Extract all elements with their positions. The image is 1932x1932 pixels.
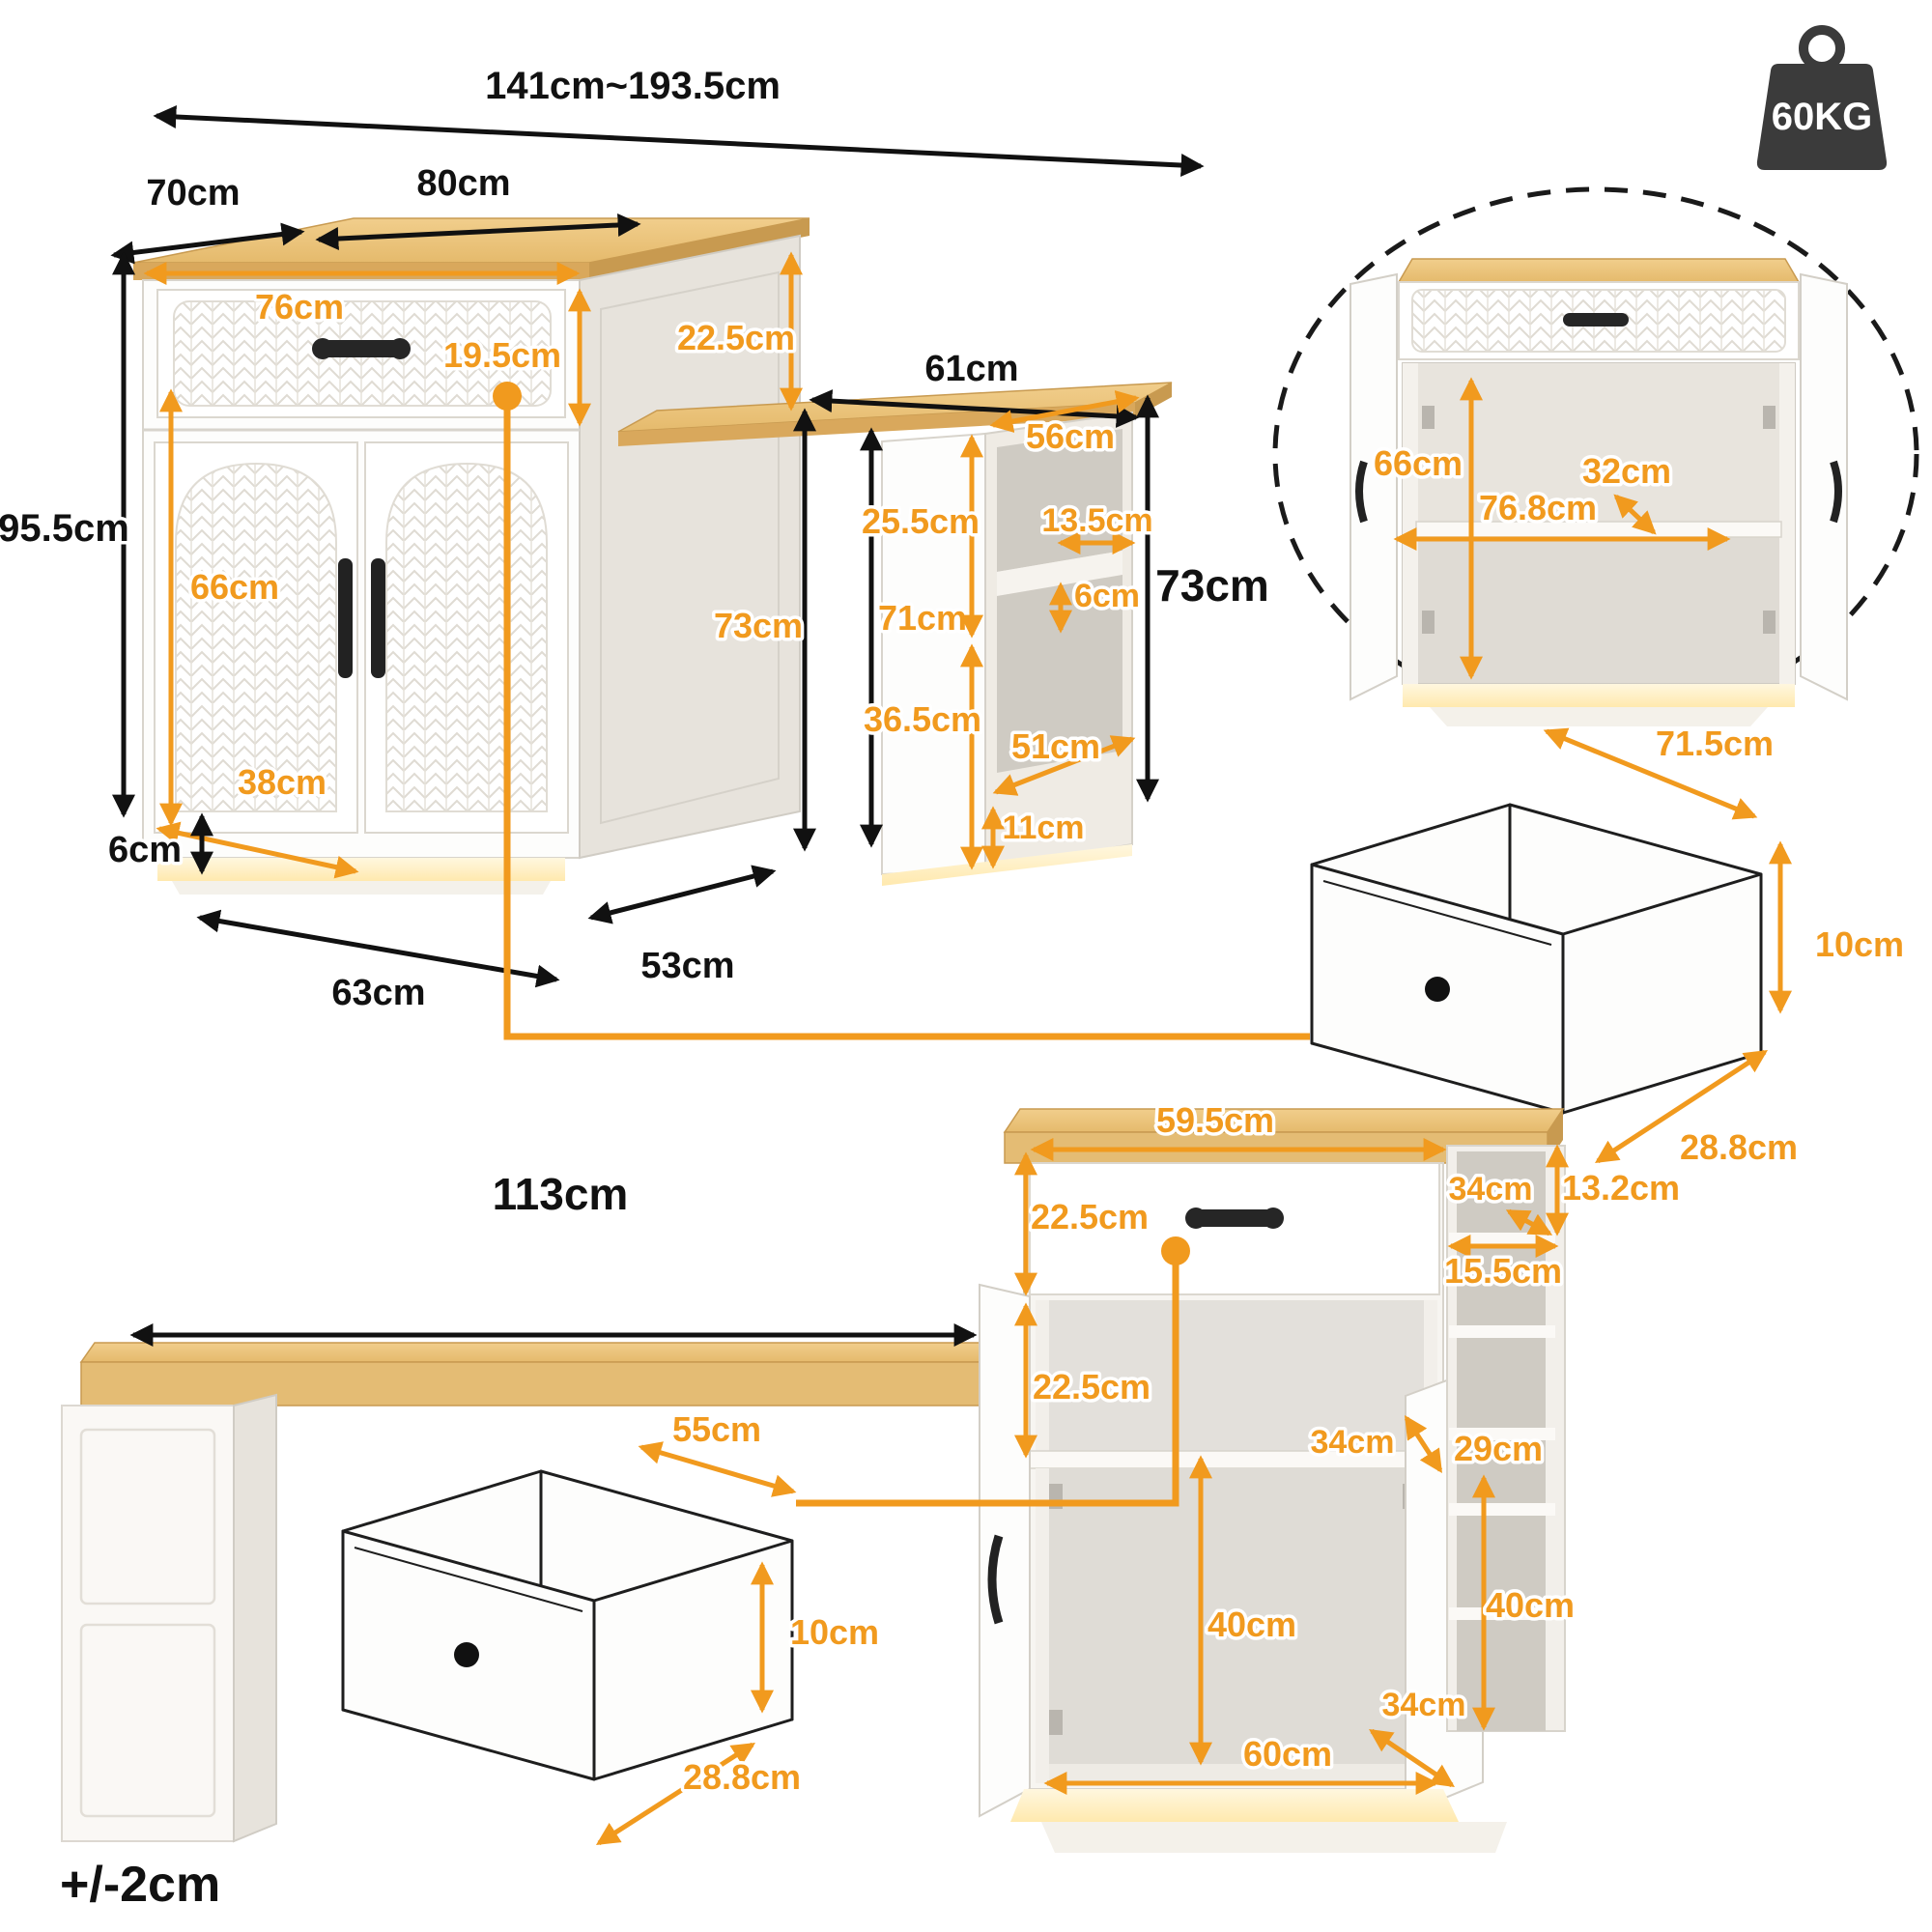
dim-label: 55cm xyxy=(672,1409,761,1449)
dim-label: 76cm xyxy=(255,287,344,327)
callout-dot xyxy=(1161,1236,1190,1265)
dim-label: 73cm xyxy=(714,606,803,645)
dim-label: 141cm~193.5cm xyxy=(485,65,781,107)
weight-icon xyxy=(1799,25,1845,71)
dim-label: 13.5cm xyxy=(1041,502,1152,539)
dim-label: 66cm xyxy=(1374,443,1463,483)
dim-label: 56cm xyxy=(1026,416,1115,456)
dimension-annotations: 141cm~193.5cm 70cm 80cm 76cm 19.5cm 22.5cm 61c… xyxy=(0,62,1908,1846)
dim-label: 61cm xyxy=(924,349,1018,389)
dim-arrow xyxy=(1404,1414,1443,1474)
dim-label: 80cm xyxy=(416,163,510,204)
dim-label: 34cm xyxy=(1449,1171,1533,1208)
dim-label: 70cm xyxy=(146,173,240,213)
callout-line xyxy=(796,1264,1179,1507)
bar-cubby-bottom xyxy=(997,575,1122,773)
dim-label: 40cm xyxy=(1208,1605,1296,1644)
led-base xyxy=(1403,684,1795,707)
door-handle xyxy=(338,558,353,678)
dim-label: 6cm xyxy=(1074,578,1140,614)
tolerance-note: +/-2cm xyxy=(60,1857,220,1913)
dim-arrow xyxy=(992,735,1136,796)
cabinet-wood-top xyxy=(1003,1108,1565,1133)
dim-label: 113cm xyxy=(493,1169,629,1219)
dim-arrow xyxy=(1543,727,1758,820)
dim-arrow xyxy=(595,1742,756,1846)
dim-label: 32cm xyxy=(1582,451,1671,491)
hinge xyxy=(1763,406,1776,429)
dim-label: 34cm xyxy=(1311,1424,1395,1461)
interior-zoom-inset xyxy=(1272,186,1919,726)
dim-label: 71.5cm xyxy=(1656,724,1774,763)
retracted-drawer-detail xyxy=(341,1469,794,1781)
drawer-knob xyxy=(454,1642,479,1667)
dim-label: 19.5cm xyxy=(443,335,561,375)
hinge xyxy=(1422,406,1435,429)
dim-label: 66cm xyxy=(190,567,279,607)
dim-label: 15.5cm xyxy=(1444,1251,1562,1291)
dim-label: 10cm xyxy=(1815,924,1904,964)
dim-label: 60cm xyxy=(1243,1734,1332,1774)
open-right-door xyxy=(1800,272,1848,701)
dim-arrow xyxy=(989,390,1140,433)
desk-top xyxy=(79,1342,1032,1363)
drawer-knob xyxy=(1425,977,1450,1002)
dim-label: 22.5cm xyxy=(677,318,795,357)
dim-arrow xyxy=(110,222,305,265)
drawer-handle xyxy=(321,340,402,357)
dim-label: 11cm xyxy=(1002,810,1084,846)
door-handle xyxy=(987,1534,1004,1625)
dim-arrow xyxy=(1369,1728,1455,1788)
island-drawer-detail xyxy=(1310,803,1763,1115)
dim-label: 76.8cm xyxy=(1479,488,1597,527)
dim-label: 22.5cm xyxy=(1033,1367,1151,1406)
dim-label: 13.2cm xyxy=(1562,1168,1680,1208)
hinge xyxy=(1763,611,1776,634)
shelf xyxy=(1449,1233,1555,1245)
dim-label: 40cm xyxy=(1486,1585,1575,1625)
dim-label: 95.5cm xyxy=(0,507,129,550)
open-left-door xyxy=(979,1283,1031,1818)
callout-dot xyxy=(493,382,522,411)
dim-label: 22.5cm xyxy=(1031,1197,1149,1236)
weight-badge-label: 60KG xyxy=(1772,96,1873,138)
dim-label: 71cm xyxy=(878,598,967,638)
hinge xyxy=(1422,611,1435,634)
dim-arrow xyxy=(1505,1208,1553,1236)
dim-label: 36.5cm xyxy=(864,699,981,739)
shelf xyxy=(1449,1428,1555,1440)
dim-label: 53cm xyxy=(640,946,734,986)
shelf xyxy=(1449,1503,1555,1516)
dim-label: 38cm xyxy=(238,762,327,802)
dim-label: 6cm xyxy=(108,830,182,870)
dim-arrow xyxy=(196,909,560,988)
island-retracted-illustration xyxy=(61,1342,1032,1843)
dim-label: 51cm xyxy=(1011,726,1100,766)
shelf xyxy=(1449,1325,1555,1338)
dim-arrow xyxy=(153,104,1205,178)
dim-label: 29cm xyxy=(1454,1429,1543,1468)
dim-arrow xyxy=(315,213,641,250)
dim-label: 28.8cm xyxy=(683,1757,801,1797)
dim-label: 28.8cm xyxy=(1680,1127,1798,1167)
dim-label: 34cm xyxy=(1382,1687,1466,1723)
dim-label: 59.5cm xyxy=(1156,1100,1274,1140)
dim-label: 63cm xyxy=(331,973,425,1013)
led-base xyxy=(1010,1789,1459,1822)
dim-arrow xyxy=(1613,494,1657,535)
weight-icon xyxy=(1756,64,1888,170)
open-left-door xyxy=(1350,272,1398,701)
dim-label: 10cm xyxy=(790,1612,879,1652)
dim-label: 25.5cm xyxy=(862,501,980,541)
side-support-panel xyxy=(61,1405,235,1842)
open-niche xyxy=(1036,1300,1437,1451)
dim-arrow xyxy=(587,865,777,924)
door-handle xyxy=(371,558,385,678)
callout-line xyxy=(503,410,1310,1040)
dim-label: 73cm xyxy=(1155,560,1269,611)
dim-arrow xyxy=(1594,1049,1769,1164)
dim-arrow xyxy=(638,1441,797,1497)
weight-capacity-badge: 60KG xyxy=(1756,25,1888,170)
